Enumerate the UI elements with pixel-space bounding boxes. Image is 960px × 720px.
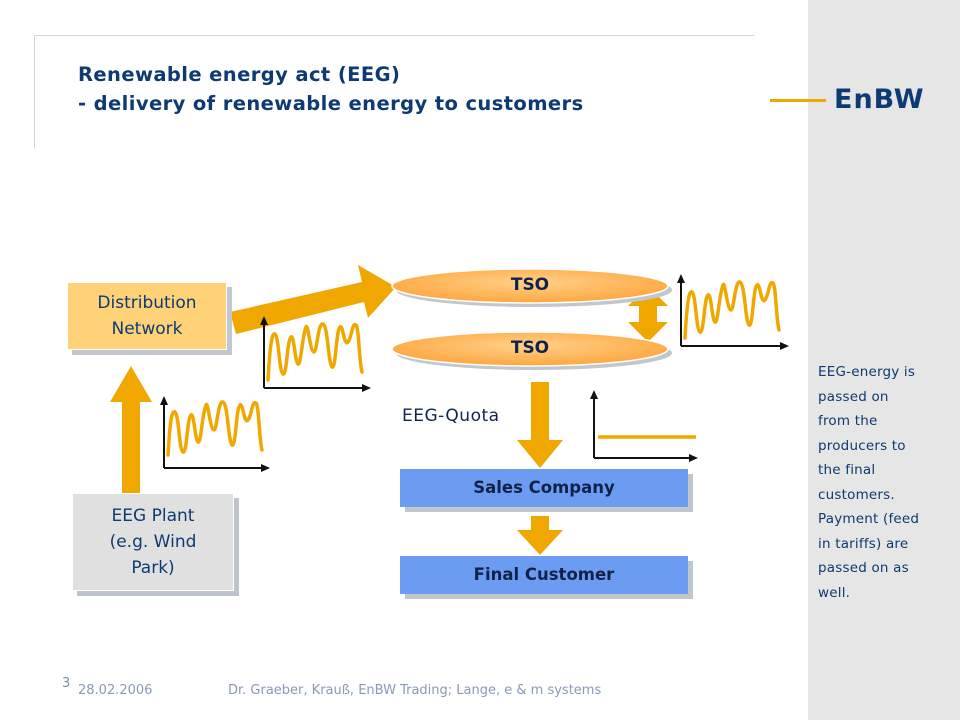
sales-company-label: Sales Company (473, 478, 615, 497)
final-customer-label: Final Customer (473, 565, 615, 584)
final-customer-box: Final Customer (400, 556, 688, 594)
frame-top-rule (34, 35, 754, 36)
title-line-2: - delivery of renewable energy to custom… (78, 92, 584, 115)
eeg-plant-line-3: Park) (131, 558, 175, 578)
side-note-line: customers. (818, 486, 895, 503)
slide-title: Renewable energy act (EEG) - delivery of… (78, 60, 718, 118)
side-note-line: well. (818, 584, 851, 601)
eeg-plant-line-1: EEG Plant (111, 506, 195, 526)
side-note-line: the final (818, 462, 876, 478)
distribution-network-line-2: Network (111, 319, 183, 339)
frame-left-rule (34, 35, 35, 148)
enbw-logo: EnBW (834, 84, 925, 115)
side-note-line: EEG-energy is (818, 364, 916, 380)
eeg-plant-line-2: (e.g. Wind (109, 532, 197, 552)
right-sidebar (808, 0, 960, 720)
tso-top-ellipse (391, 268, 669, 304)
tso-top-label: TSO (510, 275, 550, 295)
side-note-line: from the (818, 413, 878, 429)
tso-bottom-ellipse (391, 331, 669, 367)
mini-chart-eeg-quota (590, 390, 698, 462)
side-note-line: passed on as (818, 560, 909, 576)
logo-line (770, 99, 826, 102)
distribution-network-line-1: Distribution (97, 293, 197, 313)
mini-chart-wind-feed (160, 396, 270, 472)
distribution-network-box: Distribution Network (67, 282, 227, 350)
footer-authors: Dr. Graeber, Krauß, EnBW Trading; Lange,… (228, 683, 602, 698)
side-note: EEG-energy is passed on from the produce… (818, 360, 946, 605)
footer-date: 28.02.2006 (78, 683, 153, 698)
side-note-line: passed on (818, 388, 889, 405)
mini-chart-tso-balance (677, 274, 789, 350)
page-number: 3 (62, 676, 71, 691)
arrow-distribution-to-tso (230, 265, 396, 334)
title-line-1: Renewable energy act (EEG) (78, 63, 401, 86)
side-note-line: Payment (feed (818, 511, 920, 527)
sales-company-box: Sales Company (400, 469, 688, 507)
tso-bottom-label: TSO (510, 338, 550, 358)
eeg-quota-label: EEG-Quota (402, 406, 500, 426)
arrow-tso-to-sales (517, 382, 563, 468)
arrow-sales-to-customer (517, 516, 563, 555)
eeg-plant-box: EEG Plant (e.g. Wind Park) (72, 493, 234, 591)
side-note-line: producers to (818, 437, 906, 454)
side-note-line: in tariffs) are (818, 535, 909, 552)
arrow-plant-to-distribution (110, 366, 152, 493)
mini-chart-distribution-feed (260, 316, 371, 392)
